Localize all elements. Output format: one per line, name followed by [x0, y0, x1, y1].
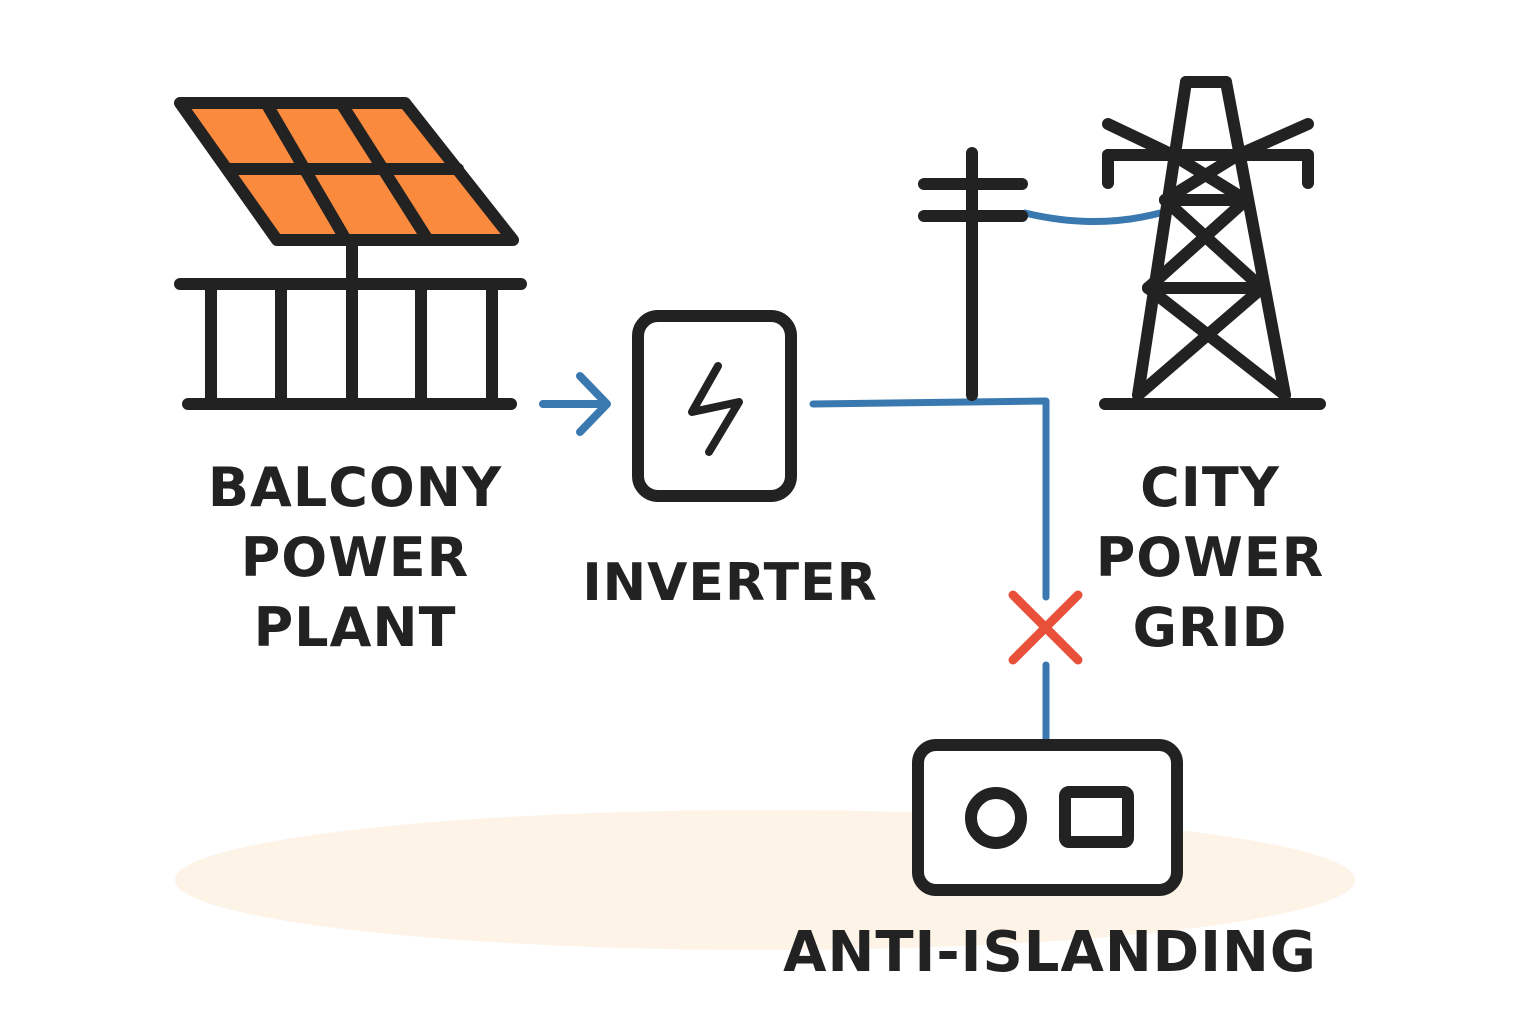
balcony-power-plant-label: BALCONY POWER PLANT	[160, 453, 550, 663]
disconnect-x-icon	[1008, 590, 1083, 665]
city-power-grid-label: CITY POWER GRID	[1070, 453, 1350, 663]
lightning-bolt-icon	[688, 362, 743, 456]
grid-wire	[809, 209, 1164, 745]
grid-label-line-1: CITY	[1140, 456, 1280, 519]
balcony-label-line-1: BALCONY	[207, 456, 503, 519]
flow-arrow	[539, 372, 611, 436]
grid-label-line-3: GRID	[1132, 596, 1288, 659]
inverter-box-icon	[632, 310, 797, 502]
inverter-label: INVERTER	[582, 553, 878, 613]
solar-panel-icon	[174, 97, 519, 289]
balcony-railing-icon	[174, 278, 527, 410]
transmission-tower-icon	[1099, 76, 1326, 410]
utility-pole-icon	[918, 147, 1028, 401]
balcony-label-line-3: PLANT	[253, 596, 457, 659]
balcony-label-line-2: POWER	[240, 526, 470, 589]
anti-islanding-device-icon	[912, 739, 1183, 896]
anti-islanding-label: ANTI-ISLANDING	[783, 920, 1317, 985]
grid-label-line-2: POWER	[1095, 526, 1325, 589]
